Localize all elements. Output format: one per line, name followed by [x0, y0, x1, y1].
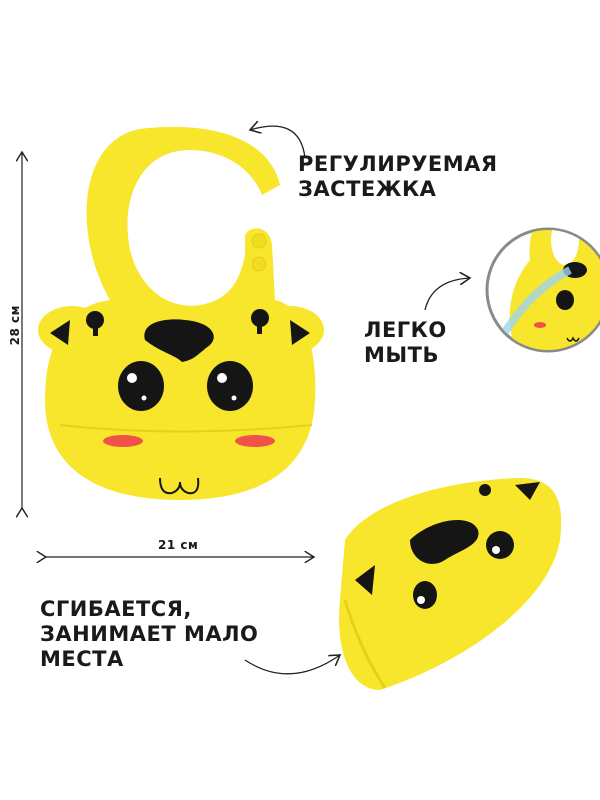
label-line: ЗАНИМАЕТ МАЛО [40, 622, 259, 647]
label-line: СГИБАЕТСЯ, [40, 597, 192, 621]
label-line: РЕГУЛИРУЕМАЯ [298, 152, 498, 176]
label-line: МЕСТА [40, 647, 124, 672]
eye-right [207, 361, 253, 411]
label-line: ЛЕГКО [364, 318, 447, 342]
bib-folded [339, 478, 562, 690]
folds-label: СГИБАЕТСЯ, ЗАНИМАЕТ МАЛО МЕСТА [40, 597, 258, 673]
bib-main [38, 126, 324, 500]
cheek-right [235, 435, 275, 447]
height-dimension: 28 см [7, 305, 22, 346]
eye-left [118, 361, 164, 411]
label-line: ЗАСТЕЖКА [298, 177, 437, 202]
washing-inset [485, 227, 600, 353]
nose-spot [144, 319, 214, 362]
easy-wash-label: ЛЕГКО МЫТЬ [364, 318, 447, 368]
arrow-to-strap [250, 126, 306, 159]
mouth [159, 477, 200, 495]
ear-right [256, 306, 324, 354]
arrow-to-folded [244, 655, 340, 675]
width-dimension: 21 см [158, 538, 199, 552]
adjustable-clasp-label: РЕГУЛИРУЕМАЯ ЗАСТЕЖКА [298, 152, 498, 202]
arrow-to-circle [424, 278, 470, 311]
label-line: МЫТЬ [364, 343, 439, 368]
cheek-left [103, 435, 143, 447]
